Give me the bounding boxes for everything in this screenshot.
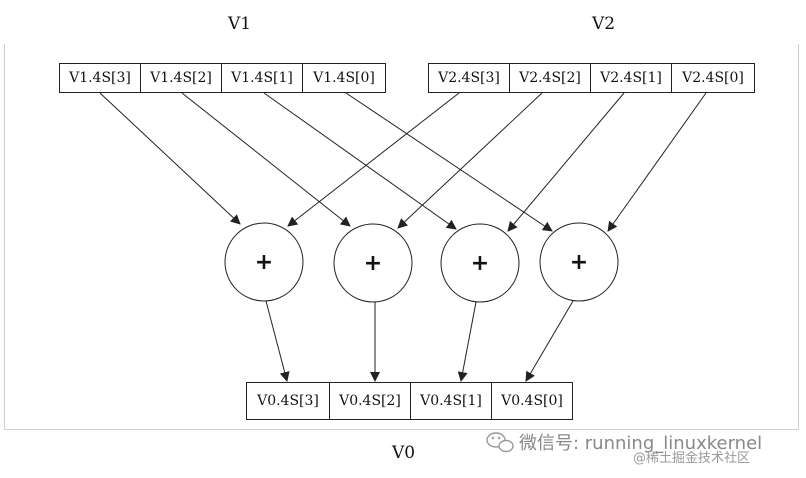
arrow-v1-2-to-adder-2	[181, 92, 351, 227]
adder-3-symbol: +	[471, 251, 489, 276]
v2-lane-0: V2.4S[0]	[671, 63, 755, 93]
v2-lane-1: V2.4S[1]	[590, 63, 672, 93]
v1-lane-3: V1.4S[3]	[59, 63, 141, 93]
watermark-subtext: @稀土掘金技术社区	[633, 451, 751, 466]
adder-1-symbol: +	[255, 250, 273, 275]
arrow-adder-1-to-v0-3	[265, 300, 290, 382]
v2-lane-3: V2.4S[3]	[428, 63, 510, 93]
v1-lane-0: V1.4S[0]	[302, 63, 386, 93]
adder-2	[333, 223, 413, 303]
arrow-v1-0-to-adder-4	[345, 92, 553, 232]
adder-3	[440, 223, 520, 303]
v0-lane-3: V0.4S[3]	[246, 382, 330, 420]
adder-4-symbol: +	[570, 250, 588, 275]
v0-title: V0	[392, 443, 416, 463]
v2-title: V2	[592, 14, 616, 34]
v2-lane-2: V2.4S[2]	[509, 63, 591, 93]
arrow-adder-4-to-v0-0	[525, 300, 574, 382]
v1-lane-1: V1.4S[1]	[221, 63, 303, 93]
arrow-v2-2-to-adder-2	[397, 92, 543, 229]
wechat-icon	[486, 432, 514, 453]
v0-lane-1: V0.4S[1]	[410, 382, 492, 420]
v0-lane-0: V0.4S[0]	[491, 382, 573, 420]
adder-1	[224, 222, 304, 302]
v0-register: V0.4S[3] V0.4S[2] V0.4S[1] V0.4S[0]	[246, 382, 573, 420]
diagram-frame	[4, 44, 799, 430]
watermark-text: 微信号: running_linuxkernel	[519, 433, 763, 454]
arrow-v2-1-to-adder-3	[507, 92, 625, 232]
v1-register: V1.4S[3] V1.4S[2] V1.4S[1] V1.4S[0]	[59, 63, 386, 93]
arrow-v2-3-to-adder-1	[287, 92, 460, 227]
v1-title: V1	[228, 14, 252, 34]
adder-4	[539, 222, 619, 302]
arrow-v2-0-to-adder-4	[607, 92, 707, 232]
v1-lane-2: V1.4S[2]	[140, 63, 222, 93]
arrow-v1-1-to-adder-3	[263, 92, 457, 230]
v0-lane-2: V0.4S[2]	[329, 382, 411, 420]
arrow-adder-3-to-v0-1	[457, 301, 477, 382]
arrow-v1-3-to-adder-1	[99, 92, 241, 225]
v2-register: V2.4S[3] V2.4S[2] V2.4S[1] V2.4S[0]	[428, 63, 755, 93]
adder-2-symbol: +	[364, 251, 382, 276]
